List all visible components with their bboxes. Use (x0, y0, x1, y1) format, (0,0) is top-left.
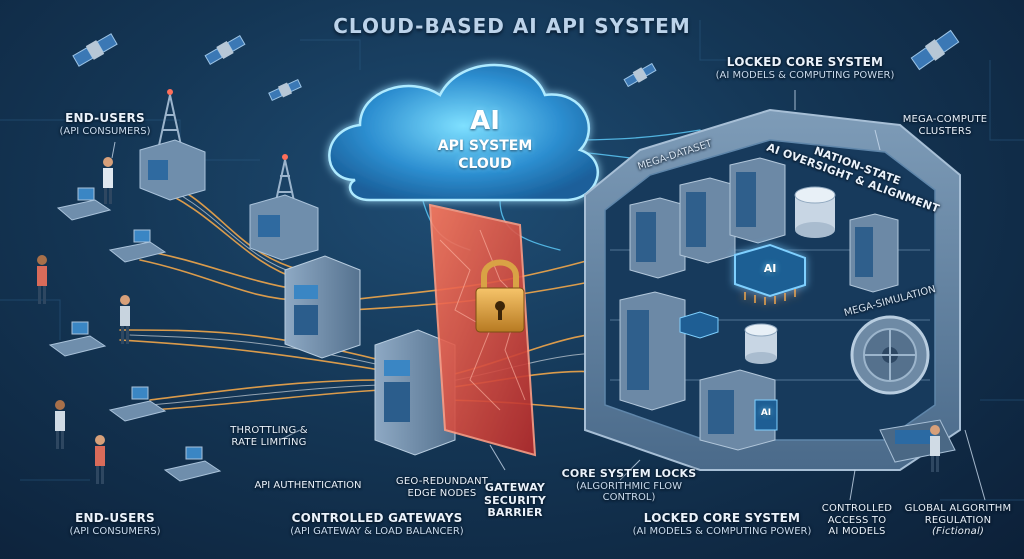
cloud-label-ai: AI (470, 106, 500, 136)
label-locked-core-top-sub: (AI MODELS & COMPUTING POWER) (715, 69, 895, 81)
label-core-system-locks: CORE SYSTEM LOCKS (ALGORITHMIC FLOW CONT… (554, 467, 704, 504)
label-controlled-access-line2: ACCESS TO (827, 514, 887, 526)
label-gateway-barrier: GATEWAY SECURITY BARRIER (470, 481, 560, 520)
server-rack (679, 177, 736, 264)
label-mega-compute-line1: MEGA-COMPUTE (902, 114, 988, 125)
label-end-users-bottom-heading: END-USERS (75, 511, 155, 525)
database-cylinder (794, 186, 836, 238)
label-throttling: THROTTLING & RATE LIMITING (214, 425, 324, 448)
label-controlled-gateways-sub: (API GATEWAY & LOAD BALANCER) (290, 525, 464, 537)
label-locked-core-top: LOCKED CORE SYSTEM (AI MODELS & COMPUTIN… (690, 55, 920, 81)
label-mega-compute: MEGA-COMPUTE CLUSTERS (880, 114, 1010, 137)
label-geo-redundant-line1: GEO-REDUNDANT (395, 476, 489, 487)
label-global-regulation-line3: (Fictional) (931, 526, 985, 537)
server-rack (619, 291, 686, 411)
label-geo-redundant-line2: EDGE NODES (407, 487, 477, 499)
label-controlled-access: CONTROLLED ACCESS TO AI MODELS (812, 503, 902, 538)
gateway-server (284, 255, 361, 359)
workstation-desk (108, 229, 167, 263)
label-locked-core-bottom: LOCKED CORE SYSTEM (AI MODELS & COMPUTIN… (612, 511, 832, 537)
workstation-desk (48, 321, 107, 357)
vault-door (850, 315, 930, 395)
gateway-server (374, 329, 456, 456)
satellite-icon (72, 33, 118, 67)
label-gateway-barrier-line2: SECURITY (483, 493, 547, 507)
end-user-person (95, 435, 105, 484)
ai-chip (734, 243, 806, 305)
label-gateway-barrier-line3: BARRIER (487, 506, 543, 520)
label-controlled-gateways-heading: CONTROLLED GATEWAYS (291, 511, 463, 525)
label-global-regulation-line1: GLOBAL ALGORITHM (904, 503, 1012, 514)
console-ai-label: AI (760, 408, 772, 418)
edge-node-server (139, 139, 206, 201)
leader-lines (111, 90, 986, 501)
label-end-users-top-heading: END-USERS (65, 111, 145, 125)
label-end-users-top: END-USERS (API CONSUMERS) (40, 111, 170, 137)
label-gateway-barrier-line1: GATEWAY (484, 481, 546, 494)
ai-chip-small (679, 311, 719, 339)
label-core-locks-heading: CORE SYSTEM LOCKS (561, 467, 697, 480)
workstation-desk (56, 187, 112, 221)
page-title: CLOUD-BASED AI API SYSTEM (333, 14, 691, 38)
satellite-icon (204, 34, 246, 66)
satellite-icon (268, 78, 302, 102)
label-throttling-line2: RATE LIMITING (231, 436, 307, 448)
label-core-locks-sub1: (ALGORITHMIC FLOW (576, 480, 682, 492)
server-rack (849, 213, 899, 293)
end-user-person (930, 425, 940, 472)
label-locked-core-top-heading: LOCKED CORE SYSTEM (726, 55, 884, 69)
label-core-locks-sub2: CONTROL) (602, 492, 656, 504)
radio-tower-icon (157, 89, 183, 151)
label-global-regulation-line2: REGULATION (924, 514, 992, 526)
satellite-icon (623, 62, 657, 88)
server-rack (629, 197, 686, 279)
end-user-person (120, 295, 130, 344)
radio-tower-icon (273, 154, 297, 211)
label-mega-compute-line2: CLUSTERS (918, 125, 972, 137)
end-user-person (103, 157, 113, 204)
label-global-regulation: GLOBAL ALGORITHM REGULATION (Fictional) (898, 503, 1018, 538)
database-cylinder (744, 323, 778, 364)
label-controlled-access-line3: AI MODELS (828, 526, 886, 537)
label-throttling-line1: THROTTLING & (230, 425, 308, 436)
end-user-person (55, 400, 65, 449)
label-end-users-bottom: END-USERS (API CONSUMERS) (40, 511, 190, 537)
end-user-person (37, 255, 47, 304)
workstation-desk (163, 446, 222, 482)
label-locked-core-bottom-sub: (AI MODELS & COMPUTING POWER) (632, 525, 812, 537)
padlock-icon (475, 259, 525, 333)
label-controlled-gateways: CONTROLLED GATEWAYS (API GATEWAY & LOAD … (272, 511, 482, 537)
cloud-label-cloud: CLOUD (458, 156, 512, 172)
label-locked-core-bottom-heading: LOCKED CORE SYSTEM (643, 511, 801, 525)
chip-ai-label: AI (763, 262, 777, 275)
workstation-desk (108, 386, 167, 422)
label-end-users-top-sub: (API CONSUMERS) (59, 125, 151, 137)
server-rack (729, 157, 786, 244)
label-api-authentication: API AUTHENTICATION (254, 480, 362, 491)
label-end-users-bottom-sub: (API CONSUMERS) (69, 525, 161, 537)
label-geo-redundant: GEO-REDUNDANT EDGE NODES (382, 476, 502, 499)
satellite-icon (910, 29, 960, 71)
label-controlled-access-line1: CONTROLLED (821, 503, 893, 514)
edge-node-server (249, 194, 319, 261)
cloud-label-api-system: API SYSTEM (437, 138, 533, 154)
ai-cloud (328, 63, 599, 202)
